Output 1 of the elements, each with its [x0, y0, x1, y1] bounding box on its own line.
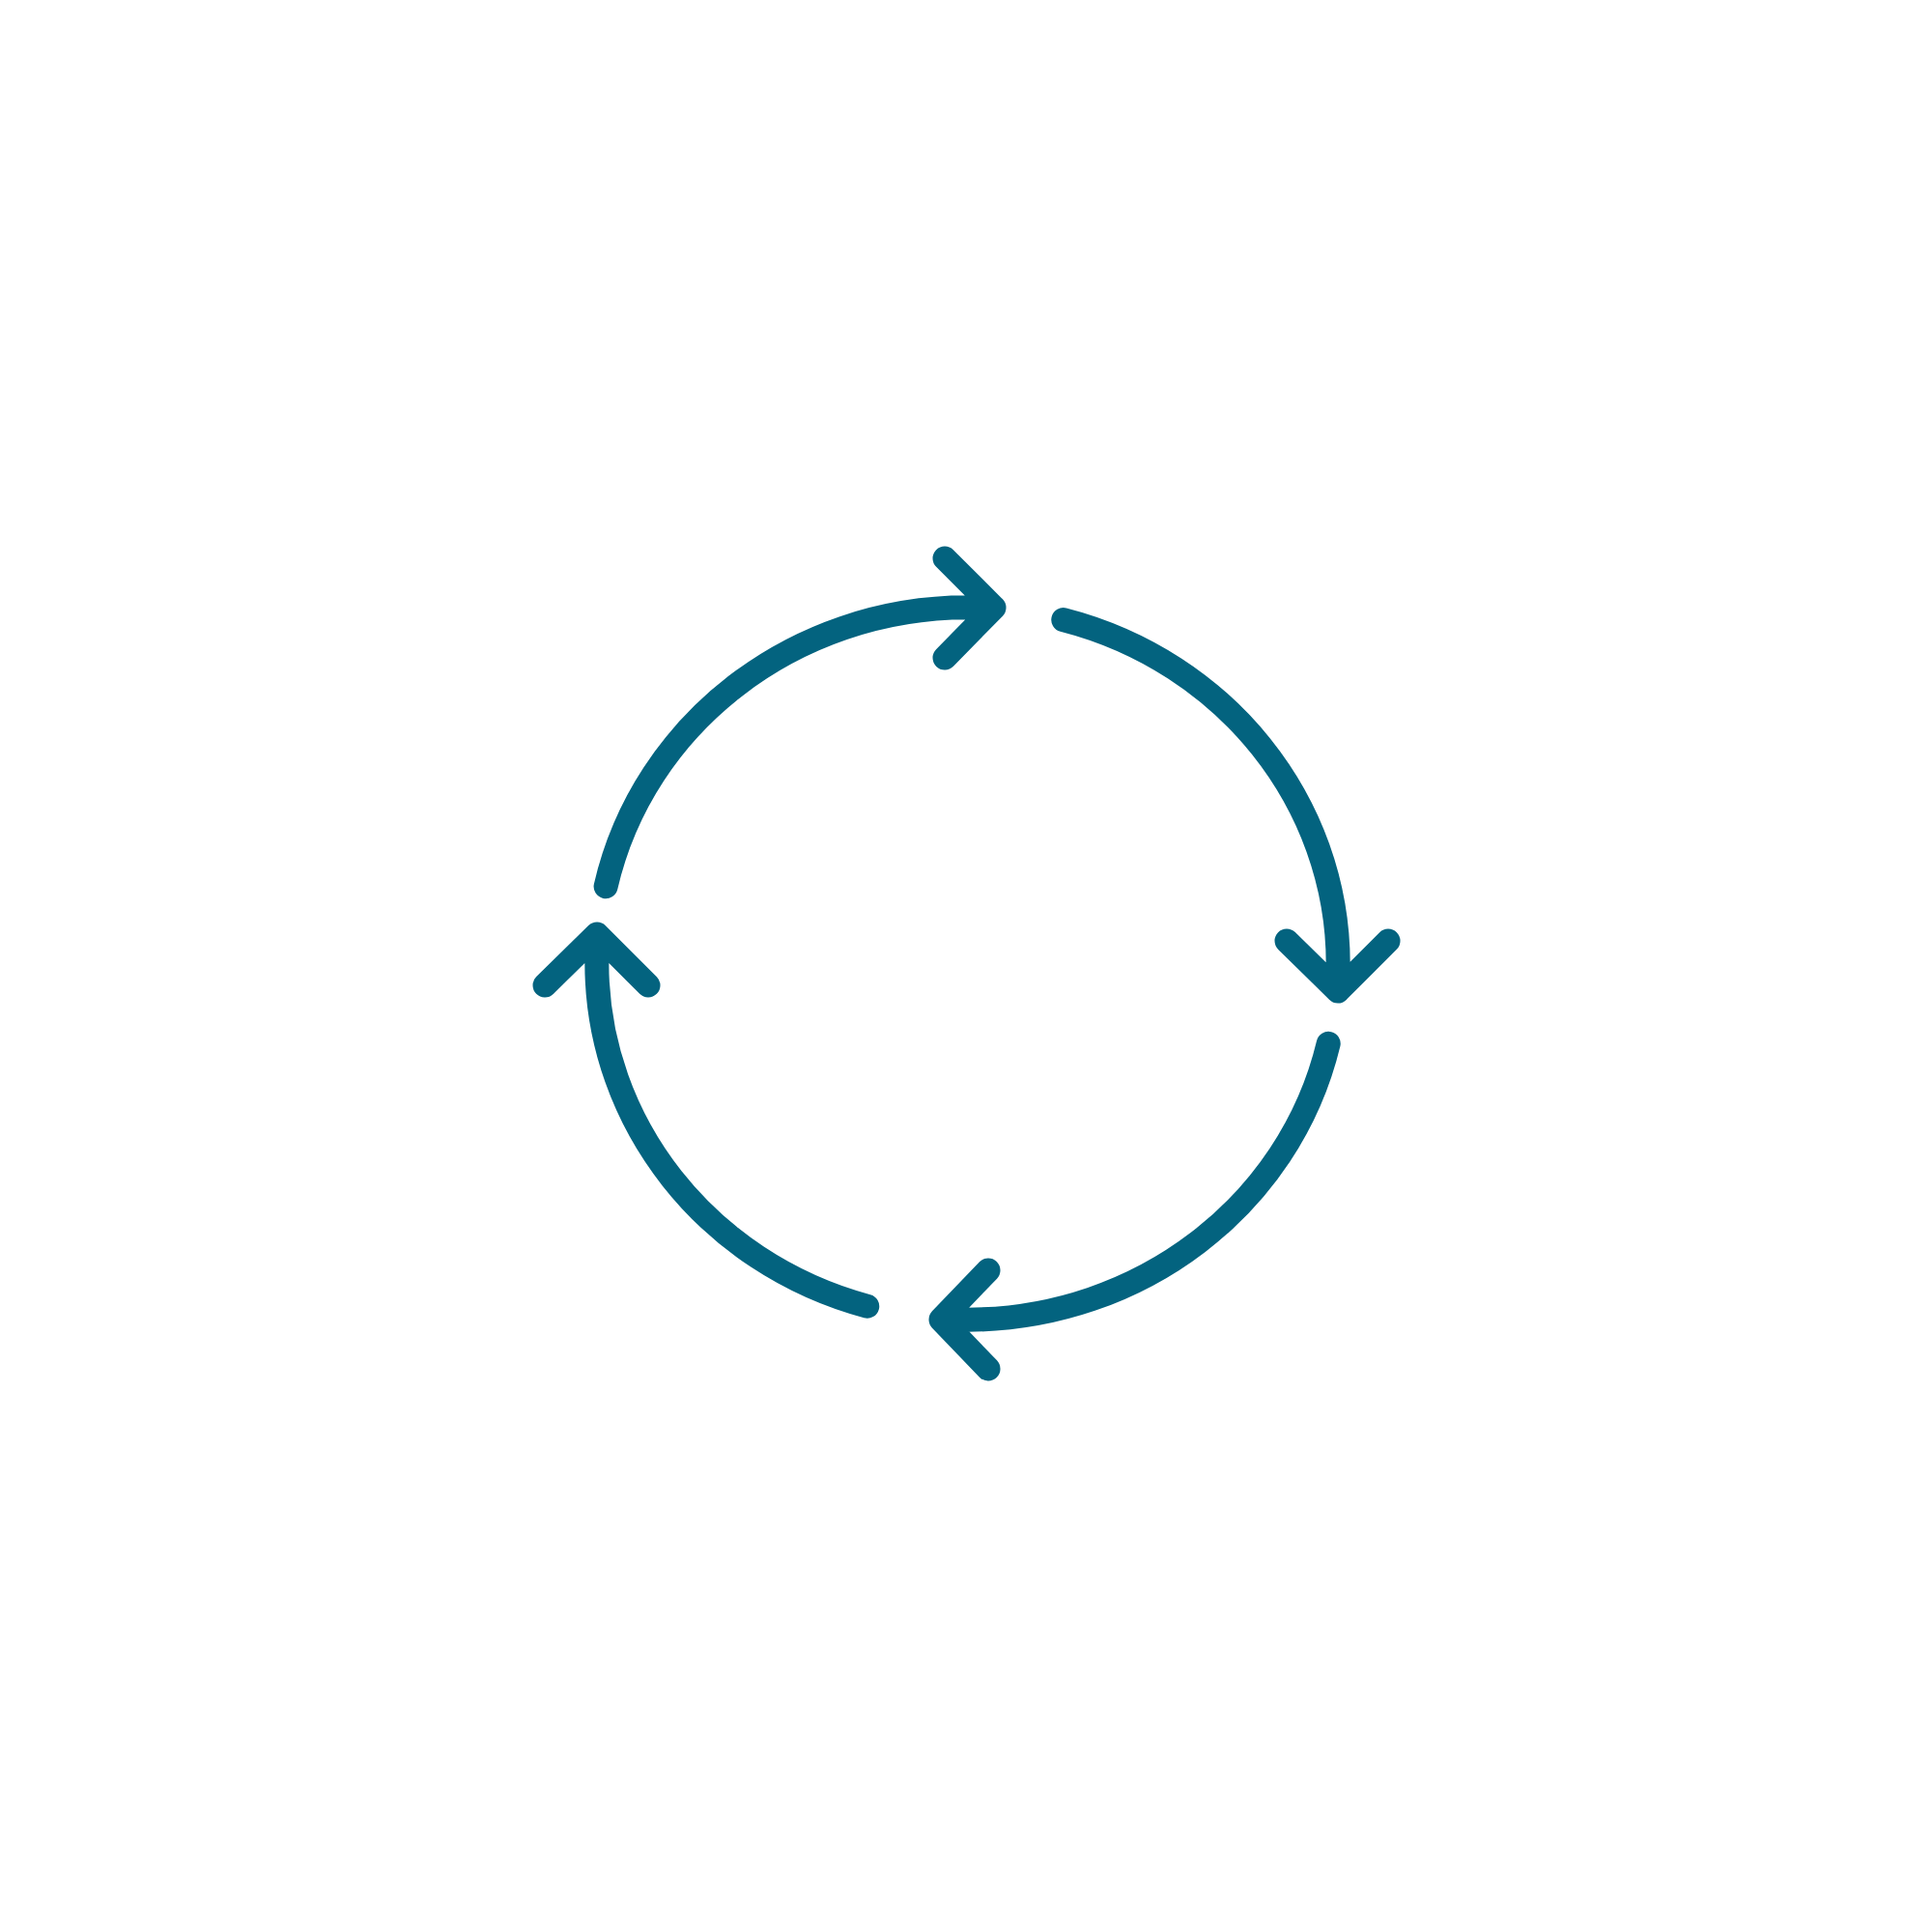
cycle-arrows-icon [532, 546, 1401, 1381]
